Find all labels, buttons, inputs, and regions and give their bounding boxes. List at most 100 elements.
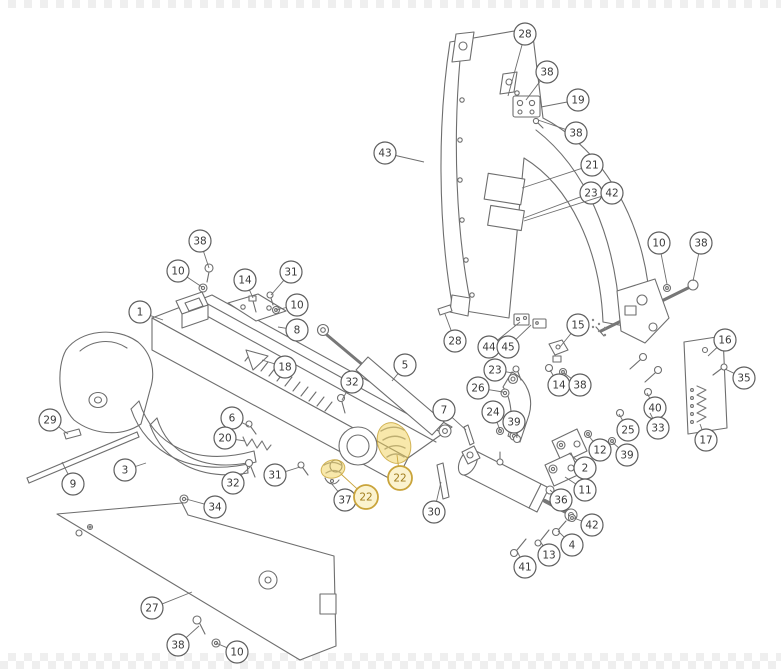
callout-balloon-7	[432, 398, 456, 422]
callout-balloon-22	[387, 465, 413, 491]
callout-balloon-36	[549, 488, 573, 512]
callout-balloon-1	[128, 300, 152, 324]
callout-balloon-24	[481, 400, 505, 424]
leader-line-6	[241, 422, 250, 427]
leader-line-23	[523, 196, 581, 219]
leader-line-38	[185, 625, 200, 638]
callout-number-25: 25	[621, 425, 634, 437]
callout-number-42: 42	[605, 188, 618, 200]
leader-line-37	[330, 482, 339, 492]
leader-line-21	[521, 167, 582, 189]
leader-line-9	[61, 461, 69, 475]
callout-number-26: 26	[471, 383, 485, 395]
callout-number-7: 7	[441, 405, 448, 417]
callout-number-13: 13	[542, 550, 555, 562]
leader-line-14	[549, 369, 554, 376]
leader-line-33	[649, 412, 654, 419]
leader-line-31	[270, 280, 285, 296]
callout-number-16: 16	[718, 335, 732, 347]
callout-balloon-38	[568, 373, 592, 397]
callout-balloon-21	[580, 153, 604, 177]
callout-number-24: 24	[486, 407, 500, 419]
linkage-plates-part	[509, 428, 588, 558]
leader-line-28	[444, 313, 452, 331]
callout-number-22: 22	[393, 473, 406, 485]
callout-balloon-10	[285, 293, 309, 317]
callout-balloon-9	[61, 472, 85, 496]
leader-line-32	[240, 466, 251, 476]
leader-line-19	[540, 101, 568, 108]
leader-line-39	[611, 441, 619, 449]
leader-line-22	[396, 454, 399, 467]
callout-number-11: 11	[578, 485, 591, 497]
leader-line-39	[515, 432, 518, 439]
leader-line-24	[496, 422, 501, 431]
panel-label-plates-part	[483, 172, 526, 232]
leader-line-32	[341, 391, 348, 401]
callout-number-15: 15	[571, 320, 584, 332]
callout-balloon-17	[694, 428, 718, 452]
callout-balloon-11	[573, 478, 597, 502]
callout-number-10: 10	[230, 647, 243, 659]
release-rod-part	[591, 278, 699, 383]
callout-number-38: 38	[694, 238, 707, 250]
callout-number-6: 6	[229, 413, 236, 425]
callout-number-41: 41	[518, 562, 531, 574]
callout-balloon-10	[647, 231, 671, 255]
callout-number-14: 14	[552, 380, 566, 392]
callout-number-10: 10	[171, 266, 184, 278]
callout-number-38: 38	[569, 128, 582, 140]
callout-number-37: 37	[338, 495, 351, 507]
leader-line-4	[557, 530, 565, 538]
leader-line-36	[549, 489, 554, 493]
callout-balloon-4	[560, 533, 584, 557]
transparency-strip-top	[0, 0, 781, 8]
callout-number-45: 45	[501, 342, 514, 354]
callout-number-40: 40	[648, 403, 661, 415]
callout-number-22: 22	[359, 492, 372, 504]
leader-line-3	[135, 462, 147, 467]
callout-balloon-27	[140, 596, 164, 620]
leader-line-41	[516, 550, 521, 558]
hinge-pins-part	[437, 304, 547, 329]
gas-spring-part	[316, 323, 452, 438]
callout-balloon-12	[588, 438, 612, 462]
side-panel-part	[56, 502, 337, 661]
leader-line-44	[497, 321, 521, 341]
callout-number-44: 44	[482, 342, 496, 354]
callout-balloon-15	[566, 313, 590, 337]
callout-balloon-5	[393, 353, 417, 377]
callout-balloon-43	[373, 141, 397, 165]
callout-balloon-10	[225, 640, 249, 664]
callout-balloon-39	[615, 443, 639, 467]
leader-line-35	[724, 368, 735, 374]
callout-number-27: 27	[145, 603, 158, 615]
callout-number-2: 2	[582, 463, 589, 475]
leader-line-42	[523, 195, 602, 222]
leader-line-45	[515, 324, 532, 340]
callout-number-38: 38	[193, 236, 206, 248]
callout-number-38: 38	[573, 380, 586, 392]
leader-line-29	[58, 426, 69, 435]
leader-line-38	[203, 251, 210, 269]
callout-balloon-19	[566, 88, 590, 112]
callout-number-33: 33	[651, 423, 664, 435]
callout-number-29: 29	[43, 415, 56, 427]
leader-line-40	[646, 392, 651, 399]
callout-number-42: 42	[585, 520, 598, 532]
callout-number-10: 10	[652, 238, 665, 250]
callout-balloon-41	[513, 555, 537, 579]
main-arm-part	[59, 291, 453, 483]
callout-balloon-3	[113, 458, 137, 482]
leader-line-17	[699, 423, 703, 430]
callout-balloon-42	[580, 513, 604, 537]
callout-number-39: 39	[507, 417, 520, 429]
leader-line-10	[215, 642, 228, 649]
callout-number-28: 28	[448, 336, 461, 348]
callout-number-23: 23	[488, 365, 501, 377]
callout-number-3: 3	[122, 465, 129, 477]
callout-balloon-32	[340, 370, 364, 394]
callout-number-19: 19	[571, 95, 584, 107]
callout-number-35: 35	[737, 373, 750, 385]
